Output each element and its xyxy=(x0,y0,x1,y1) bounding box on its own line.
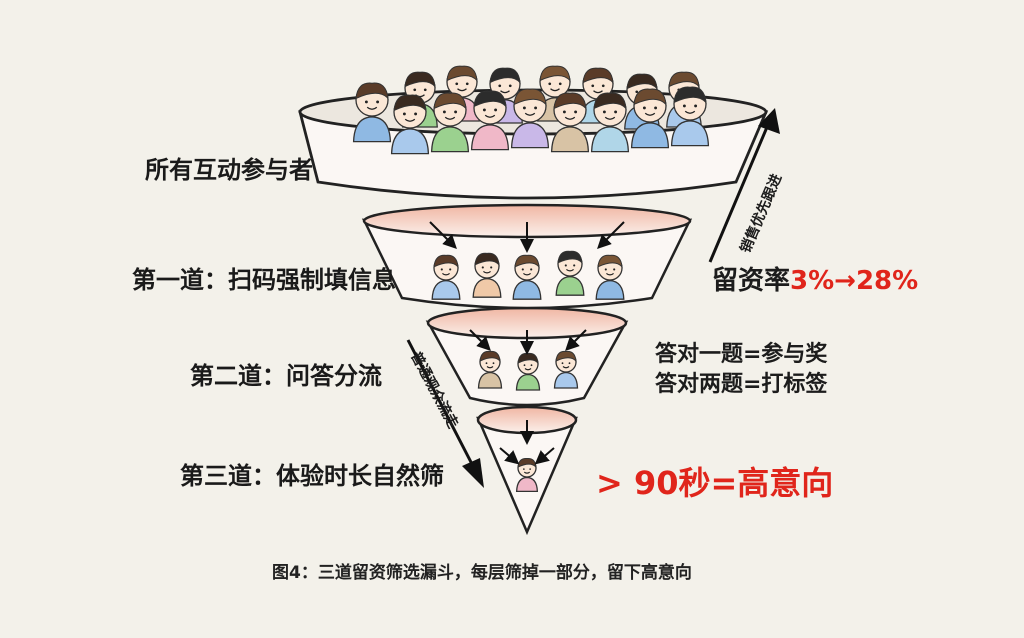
person-figure xyxy=(553,350,579,389)
person-figure xyxy=(590,92,630,153)
person-figure xyxy=(477,350,503,389)
retention-prefix: 留资率 xyxy=(712,266,791,296)
person-figure xyxy=(430,92,470,153)
person-figure xyxy=(472,252,502,298)
quiz-rule-2: 答对两题=打标签 xyxy=(655,372,828,397)
sales-followup-arrow xyxy=(708,108,780,263)
retention-rate: 留资率3%→28% xyxy=(712,260,918,297)
crowd-group xyxy=(352,65,710,155)
person-figure xyxy=(555,250,585,296)
layer-1-label: 第一道：扫码强制填信息 xyxy=(132,266,396,294)
person-figure xyxy=(390,94,430,155)
person-figure xyxy=(431,254,461,300)
person-figure xyxy=(550,92,590,153)
quiz-rules: 答对一题=参与奖 答对两题=打标签 xyxy=(655,340,827,400)
layer-3-label: 第三道：体验时长自然筛 xyxy=(180,462,444,490)
layer-2-label: 第二道：问答分流 xyxy=(190,362,382,390)
person-figure xyxy=(510,88,550,149)
person-figure xyxy=(470,90,510,151)
quiz-rule-1: 答对一题=参与奖 xyxy=(655,342,828,367)
person-figure xyxy=(670,86,710,147)
flow-arrows xyxy=(429,221,625,465)
person-figure xyxy=(515,457,539,493)
person-figure xyxy=(352,82,392,143)
person-figure xyxy=(595,254,625,300)
layer-0-label: 所有互动参与者 xyxy=(145,156,313,184)
layer-people xyxy=(431,250,625,493)
outflow-arrow xyxy=(406,339,484,488)
person-figure xyxy=(630,88,670,149)
retention-highlight: 3%→28% xyxy=(790,266,919,296)
high-intent-label: > 90秒=高意向 xyxy=(596,464,834,502)
person-figure xyxy=(512,254,542,300)
person-figure xyxy=(515,352,541,391)
figure-caption: 图4：三道留资筛选漏斗，每层筛掉一部分，留下高意向 xyxy=(272,563,692,583)
